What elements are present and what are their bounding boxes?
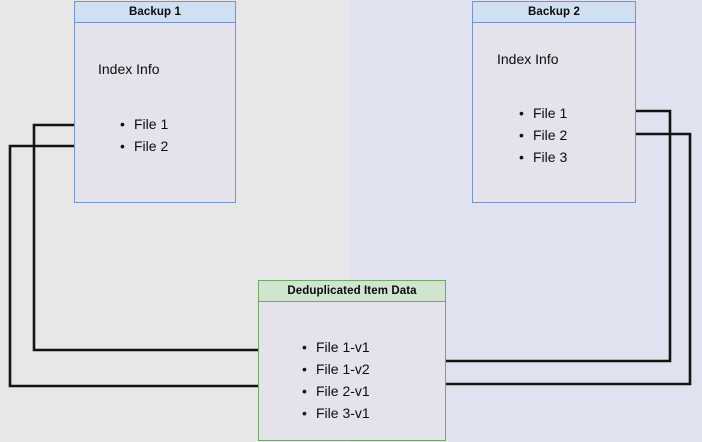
backup-1-header: Backup 1	[75, 2, 235, 23]
list-item: File 3	[517, 146, 567, 168]
list-item: File 1-v1	[300, 336, 370, 358]
backup-1-file-list: File 1 File 2	[118, 113, 168, 157]
list-item: File 1-v2	[300, 358, 370, 380]
backup-2-caption: Index Info	[497, 51, 559, 67]
list-item: File 1	[517, 102, 567, 124]
backup-1-caption: Index Info	[98, 61, 160, 77]
backup-2-file-list: File 1 File 2 File 3	[517, 102, 567, 168]
list-item: File 2-v1	[300, 380, 370, 402]
list-item: File 2	[517, 124, 567, 146]
connector-b1-file2-to-file2v1	[8, 144, 299, 395]
deduplicated-item-data-header: Deduplicated Item Data	[259, 281, 445, 302]
connector-b2-file2-to-file2v1	[391, 132, 692, 393]
deduplicated-file-list: File 1-v1 File 1-v2 File 2-v1 File 3-v1	[300, 336, 370, 424]
backup-1-box[interactable]: Backup 1	[74, 1, 236, 203]
backup-2-header: Backup 2	[473, 2, 635, 23]
list-item: File 3-v1	[300, 402, 370, 424]
list-item: File 1	[118, 113, 168, 135]
list-item: File 2	[118, 135, 168, 157]
